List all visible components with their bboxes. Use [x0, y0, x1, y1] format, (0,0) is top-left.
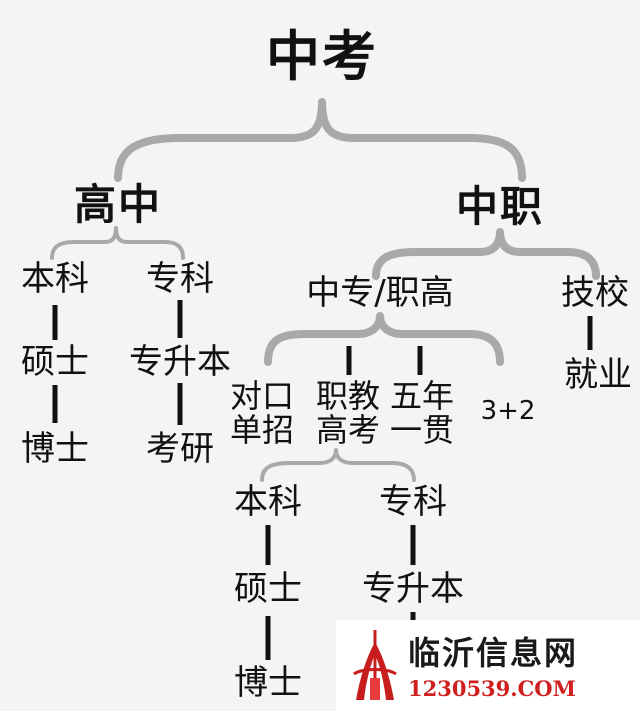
- node-zhongkao: 中考: [266, 25, 378, 88]
- node-vocational: 中职: [455, 182, 545, 231]
- node-direct-admission: 对口 单招: [229, 377, 295, 449]
- watermark-title: 临沂信息网: [408, 634, 579, 672]
- node-hs-college: 专科: [146, 259, 214, 299]
- node-five-year: 五年 一贯: [389, 377, 455, 449]
- brace-exam: [260, 448, 416, 482]
- node-hs-grad-exam: 考研: [146, 429, 214, 469]
- node-hs-upgrade: 专升本: [129, 342, 231, 382]
- node-exam-college: 专科: [379, 482, 447, 522]
- brace-root: [114, 98, 526, 182]
- node-secondary: 中专/职高: [306, 273, 454, 313]
- node-hs-undergrad: 本科: [21, 259, 89, 299]
- node-exam-line2: 高考: [315, 410, 381, 449]
- node-exam-undergrad: 本科: [234, 482, 302, 522]
- node-high-school: 高中: [73, 180, 163, 229]
- brace-secondary: [264, 312, 504, 366]
- brace-high-school: [50, 226, 185, 260]
- node-exam-masters: 硕士: [234, 569, 302, 609]
- site-watermark: 临沂信息网 1230539.COM: [336, 620, 640, 711]
- node-exam-line1: 职教: [315, 377, 381, 415]
- node-hs-phd: 博士: [21, 429, 89, 469]
- node-five-year-line1: 五年: [389, 377, 455, 415]
- node-vocational-exam: 职教 高考: [315, 377, 381, 449]
- node-tech-school: 技校: [561, 273, 629, 313]
- node-employment: 就业: [564, 355, 632, 395]
- node-exam-phd: 博士: [234, 663, 302, 703]
- node-three-plus-two: 3+2: [480, 396, 536, 426]
- watermark-url[interactable]: 1230539.COM: [408, 676, 576, 701]
- tower-logo-icon: [353, 630, 397, 700]
- node-exam-upgrade: 专升本: [362, 569, 464, 609]
- node-direct-line2: 单招: [229, 410, 295, 449]
- brace-vocational: [372, 228, 600, 280]
- node-five-year-line2: 一贯: [389, 410, 455, 449]
- node-hs-masters: 硕士: [21, 342, 89, 382]
- node-direct-line1: 对口: [229, 377, 295, 415]
